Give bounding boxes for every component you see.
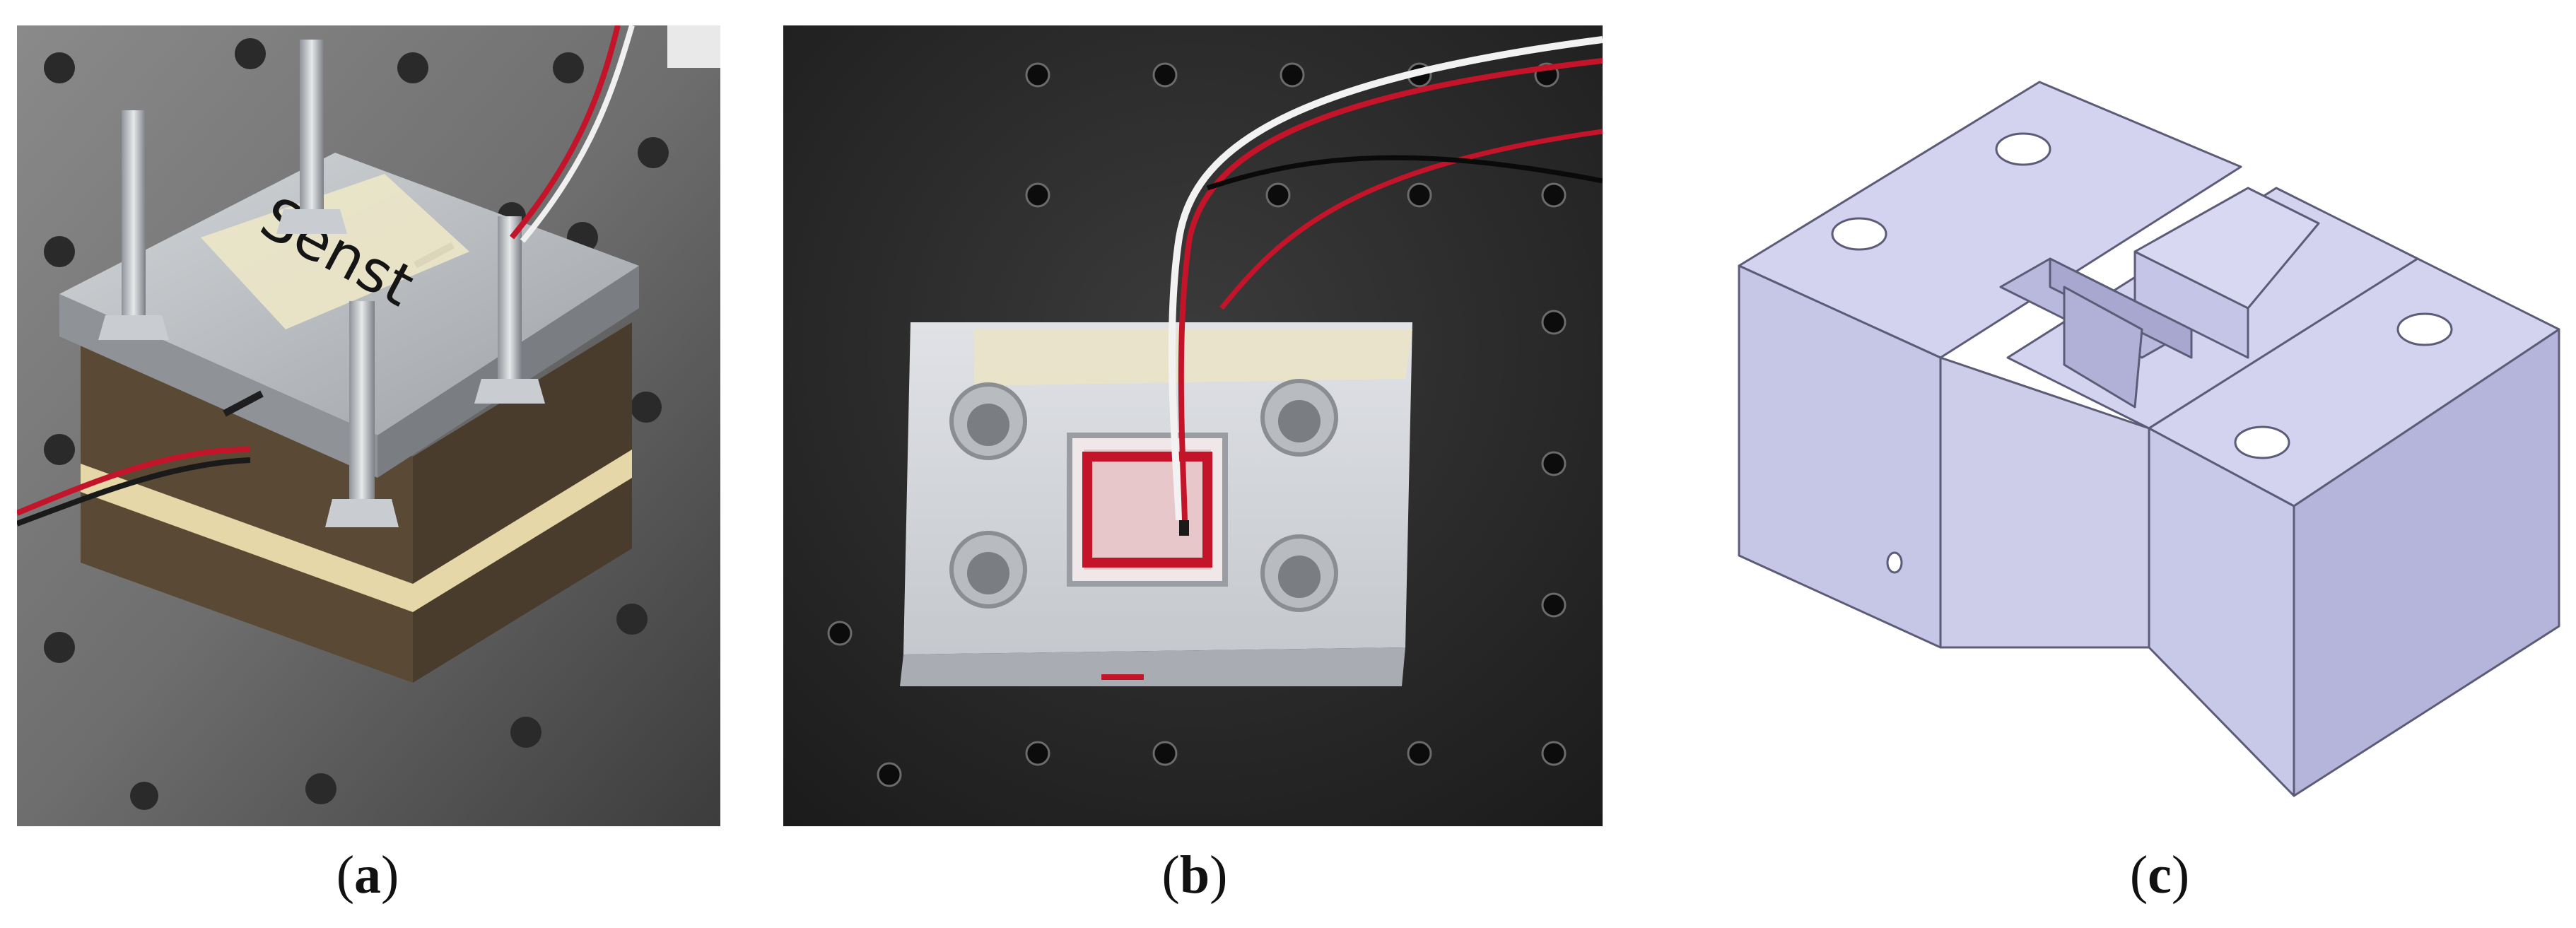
caption-a: (a) xyxy=(336,845,399,905)
caption-b: (b) xyxy=(1161,845,1228,905)
cad-bolt-hole xyxy=(1995,132,2051,166)
caption-c: (c) xyxy=(2129,845,2190,905)
red-sample xyxy=(1082,452,1212,568)
base-stack xyxy=(81,336,413,683)
wire-white xyxy=(1168,36,1603,521)
photo-panel-a: Senst xyxy=(17,25,720,826)
tape-strip xyxy=(974,329,1412,386)
wire-red xyxy=(17,447,251,516)
tape-label xyxy=(201,174,469,329)
cad-holder-model xyxy=(1738,81,2560,797)
photo-panel-b xyxy=(783,25,1603,826)
clamp-fixture-photo: Senst xyxy=(17,25,720,826)
cad-pocket xyxy=(2063,286,2143,409)
screws xyxy=(949,379,1338,612)
wire-white xyxy=(520,25,635,243)
printed-holder-photo xyxy=(783,25,1603,826)
bolts xyxy=(98,40,545,527)
cad-panel-c xyxy=(1697,25,2576,826)
sample-layer xyxy=(81,450,632,612)
cad-side-hole xyxy=(1886,551,1903,574)
wire-red xyxy=(1178,58,1603,521)
